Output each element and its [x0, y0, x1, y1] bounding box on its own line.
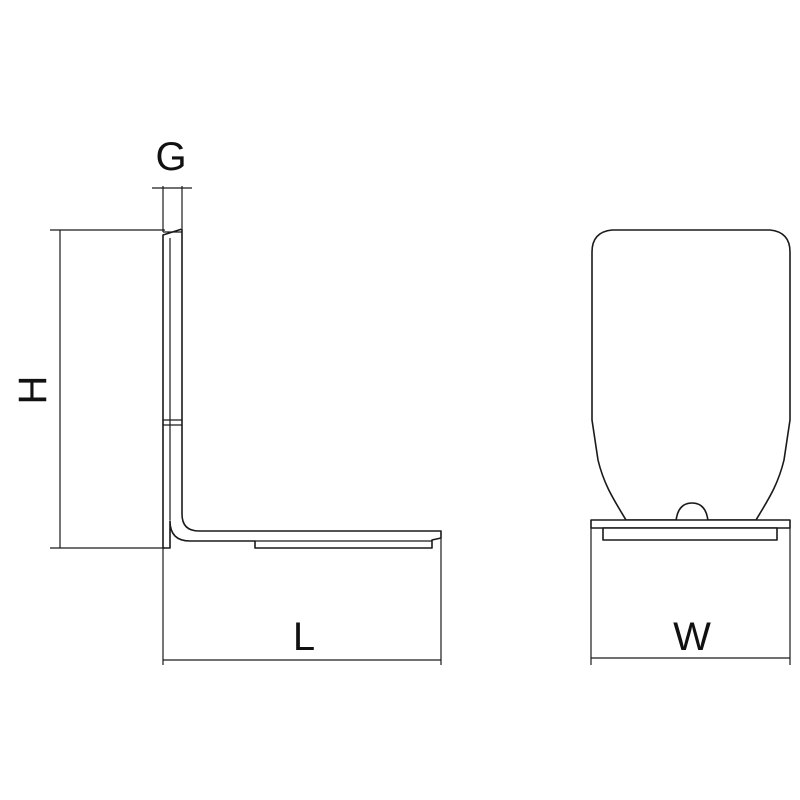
label-g: G	[155, 135, 186, 179]
label-h: H	[11, 376, 55, 405]
side-view	[162, 228, 442, 549]
bracket-profile	[162, 228, 442, 549]
dimension-h: H	[11, 229, 165, 549]
label-l: L	[293, 615, 315, 659]
label-w: W	[673, 615, 711, 659]
front-view	[590, 229, 791, 541]
dimension-w: W	[590, 528, 791, 665]
rivet-dome	[675, 502, 709, 522]
dimension-g: G	[152, 135, 192, 232]
dimension-l: L	[162, 538, 442, 665]
pad-body	[591, 229, 791, 521]
base-plate-bottom	[602, 527, 778, 541]
base-plate-top	[590, 519, 791, 529]
